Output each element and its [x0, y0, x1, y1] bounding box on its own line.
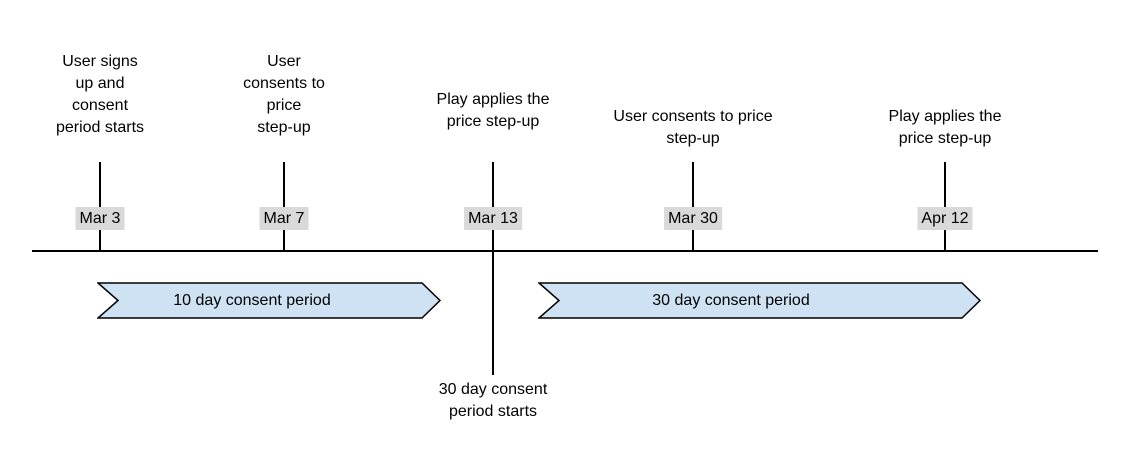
event-label-first-apply: Play applies the price step-up [436, 91, 550, 130]
event-tick-mar7 [283, 162, 285, 251]
event-tick-mar13-below [492, 251, 494, 375]
event-tick-mar13 [492, 162, 494, 251]
event-tick-mar3 [99, 162, 101, 251]
event-date-mar3: Mar 3 [75, 207, 125, 230]
chevron-banner-icon [97, 282, 442, 319]
event-date-mar13: Mar 13 [464, 207, 522, 230]
event-date-mar30: Mar 30 [664, 207, 722, 230]
consent-period-banner-10day-shape [97, 282, 442, 319]
event-date-mar7: Mar 7 [259, 207, 309, 230]
timeline-axis [32, 250, 1098, 252]
event-label-signup: User signs up and consent period starts [55, 53, 145, 136]
event-tick-apr12 [944, 162, 946, 251]
consent-period-banner-10day-label: 10 day consent period [173, 291, 331, 309]
event-label-second-apply: Play applies the price step-up [888, 108, 1002, 147]
consent-period-banner-30day-label: 30 day consent period [652, 291, 810, 309]
chevron-banner-icon [538, 282, 982, 319]
event-label-30day-starts: 30 day consent period starts [438, 381, 548, 420]
event-date-apr12: Apr 12 [917, 207, 973, 230]
event-tick-mar30 [692, 162, 694, 251]
event-label-first-consent: User consents to price step-up [243, 53, 325, 136]
event-label-second-consent: User consents to price step-up [613, 108, 773, 147]
consent-period-banner-30day-shape [538, 282, 982, 319]
